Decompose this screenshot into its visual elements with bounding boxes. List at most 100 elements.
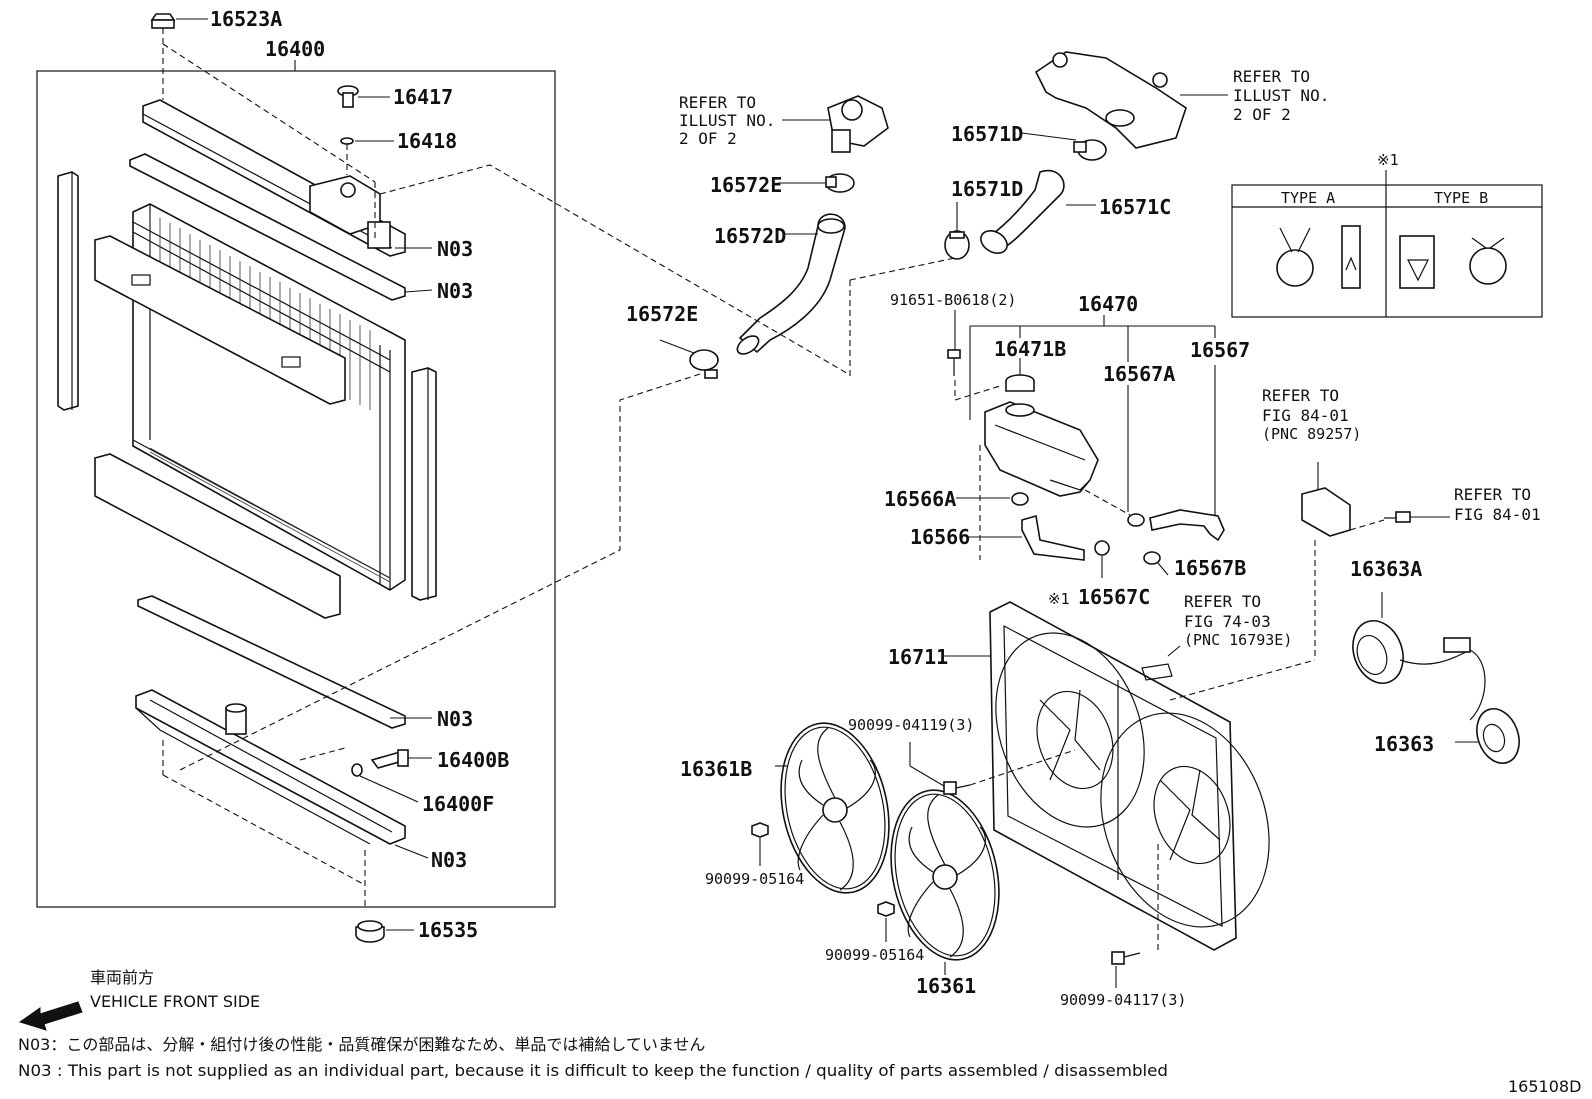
label-16571D-lower: 16571D	[951, 177, 1023, 201]
label-16711: 16711	[888, 645, 948, 669]
label-91651-B0618: 91651-B0618(2)	[890, 291, 1016, 309]
fan-motor-16363A	[1352, 620, 1471, 684]
label-16470: 16470	[1078, 292, 1138, 316]
clamp-type-legend	[1231, 170, 1543, 318]
hose-clamp-16572E-lower	[689, 349, 719, 379]
hose-clamp-16566A	[1011, 492, 1029, 506]
screw-90099-04119	[943, 781, 971, 795]
ref-thermostat-line3: 2 OF 2	[679, 129, 737, 148]
bolt-fig-84-01	[1384, 511, 1411, 523]
label-n03-lower-gasket: N03	[437, 707, 473, 731]
ref-fig8401-ecu-line3: (PNC 89257)	[1262, 425, 1361, 443]
nut-90099-05164-right	[877, 901, 895, 917]
label-16361B: 16361B	[680, 757, 752, 781]
vehicle-front-arrow-icon	[18, 1001, 83, 1031]
hose-clamp-16567C	[1094, 540, 1110, 556]
reservoir-hose-16567	[1149, 509, 1225, 542]
label-16567C-mark: ※1	[1048, 590, 1070, 608]
label-16567: 16567	[1190, 338, 1250, 362]
clamp-legend-type-b: TYPE B	[1434, 189, 1488, 207]
label-16566: 16566	[910, 525, 970, 549]
cushion-16535	[355, 920, 385, 943]
label-90099-04117: 90099-04117(3)	[1060, 991, 1186, 1009]
ref-inlet-line1: REFER TO	[1233, 67, 1310, 86]
ref-fig7403-line1: REFER TO	[1184, 592, 1261, 611]
hose-clamp-16571D-upper	[1073, 139, 1107, 161]
radiator-cap-16523A	[150, 13, 176, 29]
direction-label-jp: 車両前方	[90, 968, 154, 987]
label-16471B: 16471B	[994, 337, 1066, 361]
lower-gasket	[137, 595, 406, 729]
label-16400F: 16400F	[422, 792, 494, 816]
ref-thermostat-line1: REFER TO	[679, 93, 756, 112]
lower-baffle	[94, 453, 341, 619]
label-16400B: 16400B	[437, 748, 509, 772]
right-side-seal	[411, 367, 437, 601]
label-n03-lower-tank: N03	[431, 848, 467, 872]
label-16363A: 16363A	[1350, 557, 1422, 581]
coolant-reservoir-tank	[984, 401, 1099, 497]
screw-90099-04117	[1111, 951, 1141, 965]
label-16572E-lower: 16572E	[626, 302, 698, 326]
o-ring-16418	[340, 137, 354, 145]
label-n03-upper-tank: N03	[437, 237, 473, 261]
label-16400: 16400	[265, 37, 325, 61]
reservoir-cap-16471B	[1005, 374, 1035, 392]
radiator-hose-16571C	[980, 169, 1065, 254]
label-16567A: 16567A	[1103, 362, 1175, 386]
thermostat-housing	[827, 95, 889, 153]
ref-fig8401-ecu-line1: REFER TO	[1262, 386, 1339, 405]
label-16571C: 16571C	[1099, 195, 1171, 219]
ref-fig8401-ecu-line2: FIG 84-01	[1262, 406, 1349, 425]
fan-motor-16363	[1476, 708, 1520, 764]
label-90099-05164-left: 90099-05164	[705, 870, 804, 888]
left-side-seal	[57, 171, 79, 411]
label-90099-04119: 90099-04119(3)	[848, 716, 974, 734]
clamp-type-b-icon	[1399, 235, 1507, 289]
hose-clamp-16571D-lower	[944, 230, 970, 260]
bolt-91651-B0618	[947, 349, 961, 376]
figure-id: 165108D	[1508, 1077, 1581, 1096]
cooling-fan-16361	[890, 789, 1000, 961]
note-n03-en: N03 : This part is not supplied as an in…	[18, 1061, 1168, 1080]
nut-90099-05164-left	[751, 822, 769, 838]
hose-clamp-16567A	[1127, 513, 1145, 527]
label-16523A: 16523A	[210, 7, 282, 31]
ref-inlet-line3: 2 OF 2	[1233, 105, 1291, 124]
hose-clamp-16572E-upper	[825, 173, 855, 193]
label-16363: 16363	[1374, 732, 1434, 756]
label-n03-upper-gasket: N03	[437, 279, 473, 303]
ref-inlet-line2: ILLUST NO.	[1233, 86, 1329, 105]
drain-plug-16417	[337, 85, 359, 108]
ref-fig7403-line3: (PNC 16793E)	[1184, 631, 1292, 649]
label-16417: 16417	[393, 85, 453, 109]
label-16572E-upper: 16572E	[710, 173, 782, 197]
label-16418: 16418	[397, 129, 457, 153]
o-ring-16400F	[351, 763, 363, 777]
label-16361: 16361	[916, 974, 976, 998]
radiator-lower-tank	[135, 689, 406, 845]
water-inlet	[1034, 51, 1187, 149]
hose-clamp-16567B	[1143, 551, 1161, 565]
drain-cock-16400B	[370, 749, 409, 769]
note-n03-jp: N03：この部品は、分解・組付け後の性能・品質確保が困難なため、単品では補給して…	[18, 1035, 705, 1054]
label-16572D: 16572D	[714, 224, 786, 248]
ref-fig8401-bolt-line2: FIG 84-01	[1454, 505, 1541, 524]
clamp-legend-mark: ※1	[1377, 151, 1399, 169]
label-90099-05164-right: 90099-05164	[825, 946, 924, 964]
label-16567C: 16567C	[1078, 585, 1150, 609]
clamp-legend-type-a: TYPE A	[1281, 189, 1335, 207]
ref-thermostat-line2: ILLUST NO.	[679, 111, 775, 130]
upper-gasket	[129, 153, 406, 301]
fan-shroud-16711	[989, 601, 1270, 951]
cooling-fan-16361B	[780, 722, 890, 894]
radiator-hose-upper-16572D	[736, 213, 846, 355]
label-16567B: 16567B	[1174, 556, 1246, 580]
ref-fig8401-bolt-line1: REFER TO	[1454, 485, 1531, 504]
radiator-assembly-frame	[36, 70, 556, 908]
clamp-type-a-icon	[1276, 225, 1361, 289]
fan-control-unit	[1301, 462, 1351, 537]
label-16535: 16535	[418, 918, 478, 942]
label-16571D-upper: 16571D	[951, 122, 1023, 146]
